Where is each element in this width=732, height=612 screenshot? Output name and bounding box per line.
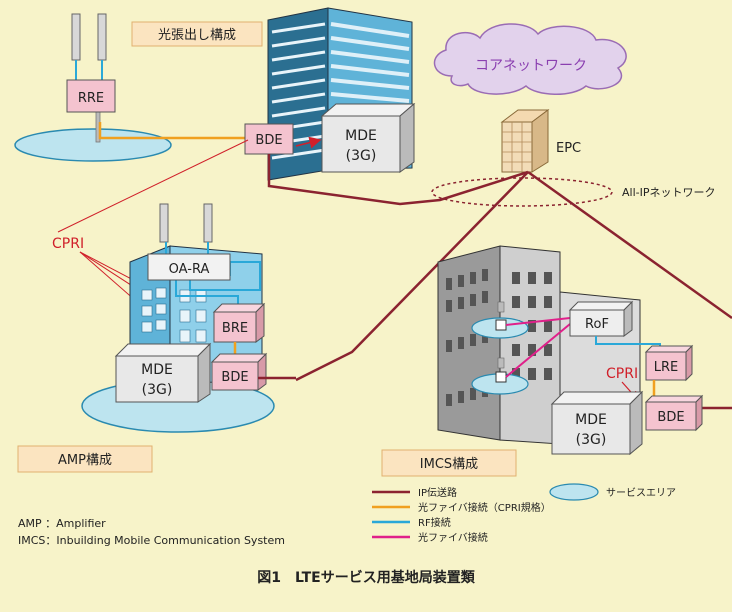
cpri-link-rre [98, 122, 245, 140]
label-box-amp [17, 445, 153, 473]
legend-label-service-area: サービスエリア [606, 487, 676, 499]
mde-amp-sublabel: (3G) [142, 382, 173, 398]
bde-top-box [244, 123, 294, 155]
bde-amp-label: BDE [221, 370, 248, 385]
cloud-label: コアネットワーク [475, 58, 587, 74]
figure-caption: 図1 LTEサービス用基地局装置類 [257, 569, 475, 586]
mde-imcs-box [550, 390, 644, 456]
legend: IP伝送路 光ファイバ接続（CPRI規格） RF接続 光ファイバ接続 サービスエ… [372, 483, 676, 544]
oa-ra-label: OA-RA [169, 262, 210, 277]
cpri-right-label: CPRI [606, 366, 638, 382]
rre-label: RRE [78, 91, 104, 106]
mde-top-sublabel: (3G) [346, 148, 377, 164]
bde-to-mde-arrow [295, 136, 322, 149]
legend-label-fiber: 光ファイバ接続 [418, 531, 488, 544]
bde-amp-box [210, 352, 268, 391]
mde-imcs-sublabel: (3G) [576, 432, 607, 448]
core-network-cloud [433, 23, 627, 95]
label-box-optical-ext [131, 21, 263, 47]
mde-amp-label: MDE [141, 362, 173, 378]
bde-imcs-box [644, 394, 704, 432]
lre-box [644, 344, 694, 382]
rof-box [568, 300, 634, 337]
rre-antenna-icon [71, 13, 107, 143]
mde-top-label: MDE [345, 128, 377, 144]
legend-label-rf: RF接続 [418, 516, 451, 529]
fiber-links-imcs [505, 317, 571, 378]
all-ip-network-area [431, 177, 613, 207]
rof-label: RoF [585, 317, 609, 332]
rre-box [66, 79, 116, 113]
mde-top-box [320, 102, 416, 173]
label-box-imcs [381, 449, 517, 477]
abbrev-imcs: IMCS：Inbuilding Mobile Communication Sys… [18, 534, 285, 547]
section-label-imcs: IMCS構成 [420, 457, 478, 472]
section-label-amp: AMP構成 [58, 453, 112, 468]
legend-swatch-service-area [549, 483, 599, 501]
cpri-left-label: CPRI [52, 236, 84, 252]
legend-label-cpri-fiber: 光ファイバ接続（CPRI規格） [418, 501, 551, 514]
lre-label: LRE [654, 360, 679, 375]
oa-ra-box [147, 253, 231, 281]
service-area-rre [14, 128, 172, 162]
bre-label: BRE [222, 321, 248, 336]
amp-antenna-icon [159, 203, 213, 243]
bre-box [212, 302, 266, 343]
mde-imcs-label: MDE [575, 412, 607, 428]
mde-amp-box [114, 342, 212, 403]
abbrev-amp: AMP ：Amplifier [18, 517, 106, 530]
ip-transport-lines [267, 154, 732, 410]
legend-label-ip: IP伝送路 [418, 486, 457, 499]
all-ip-label: All-IPネットワーク [622, 186, 715, 199]
epc-server-icon [500, 109, 550, 173]
bde-top-label: BDE [255, 133, 282, 148]
section-label-optical-ext: 光張出し構成 [158, 28, 236, 43]
epc-label: EPC [556, 141, 581, 156]
bde-imcs-label: BDE [657, 410, 684, 425]
